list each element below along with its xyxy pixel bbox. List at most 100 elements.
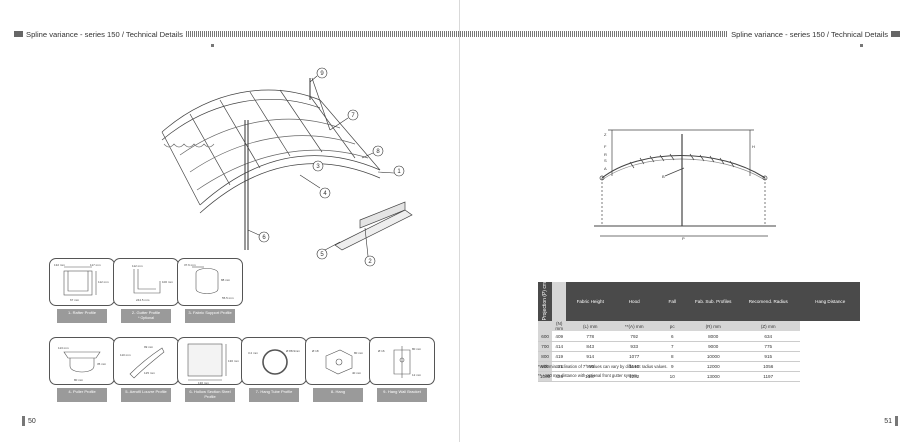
header-hatch	[185, 31, 460, 37]
table-note-1: *With min. Inclination of 7°. Values can…	[538, 364, 668, 369]
profile-drawing-box: 132 mm 117 mm 112 mm 67 mm	[49, 258, 115, 306]
svg-text:A: A	[604, 166, 607, 171]
col-header: Hang Distance	[800, 282, 861, 322]
hang-tube-profile-drawing: Ø 88.9mm 3.2 mm	[248, 349, 301, 375]
header-block	[891, 31, 900, 37]
svg-text:3.2 mm: 3.2 mm	[248, 351, 259, 355]
side-elevation-drawing: Z F R S A H B P	[594, 129, 776, 241]
svg-text:80 mm: 80 mm	[74, 378, 84, 382]
profile-label: 5- Aerofil Louvre Profile	[121, 388, 171, 402]
hollow-section-profile-drawing: 130 mm 130 mm	[187, 343, 239, 385]
profile-card-rafter: 132 mm 117 mm 112 mm 67 mm 1- Rafter Pro…	[49, 258, 115, 323]
profile-drawing-box: 37.6 mm 88 mm 55.5 mm	[177, 258, 243, 306]
right-page-number: 51	[884, 416, 898, 426]
svg-text:112 mm: 112 mm	[98, 280, 109, 284]
svg-text:Z: Z	[604, 132, 607, 137]
left-page-number: 50	[22, 416, 36, 426]
left-page: Spline variance - series 150 / Technical…	[14, 28, 460, 426]
profile-card-fabric-support: 37.6 mm 88 mm 55.5 mm 3- Fabric Support …	[177, 258, 243, 323]
page-number-text: 51	[884, 417, 892, 425]
header-dot	[860, 44, 863, 47]
table-row: 600 409 778 792 6 8000 634	[538, 331, 860, 342]
svg-text:67 mm: 67 mm	[70, 298, 80, 302]
profile-drawing-box: Ø 16 80 mm 12 mm	[369, 337, 435, 385]
svg-text:12 mm: 12 mm	[412, 373, 422, 377]
svg-text:6: 6	[262, 235, 266, 241]
col-header: Hood	[614, 282, 655, 322]
svg-text:Ø 18: Ø 18	[312, 349, 319, 353]
svg-text:4: 4	[323, 191, 327, 197]
svg-text:8: 8	[376, 149, 380, 155]
profile-label: 1- Rafter Profile	[57, 309, 107, 323]
profile-label: 9- Hang Wall Bracket	[377, 388, 427, 402]
svg-text:100 mm: 100 mm	[162, 280, 173, 284]
svg-text:130 mm: 130 mm	[198, 381, 209, 385]
table-row: 900 421 980 1140 9 12000 1056	[538, 361, 860, 372]
col-header: Fab. Sub. Profiles	[690, 282, 737, 322]
profile-card-hollow-section: 130 mm 130 mm 6- Hollow Section Steel Pr…	[177, 337, 243, 402]
svg-text:9: 9	[320, 71, 324, 77]
profile-card-gutter: 112 mm 100 mm 244.5 mm 2- Gutter Profile…	[113, 258, 179, 323]
technical-table: Projection (P) cm Fabric Height Hood Fal…	[538, 282, 861, 382]
right-header: Spline variance - series 150 / Technical…	[460, 28, 900, 40]
header-block	[14, 31, 23, 37]
svg-text:3: 3	[316, 164, 320, 170]
svg-text:112 mm: 112 mm	[132, 264, 143, 268]
col-header: Fabric Height	[566, 282, 615, 322]
table-row: 700 414 843 933 7 9000 775	[538, 341, 860, 352]
profile-label: 3- Fabric Support Profile	[185, 309, 235, 323]
svg-text:5: 5	[320, 252, 324, 258]
profile-card-hang-wall-bracket: Ø 16 80 mm 12 mm 9- Hang Wall Bracket	[369, 337, 435, 402]
left-header-title: Spline variance - series 150 / Technical…	[26, 29, 183, 39]
profile-card-puller: 113 mm 35 mm 80 mm 4- Puller Profile	[49, 337, 115, 402]
svg-text:125 mm: 125 mm	[144, 371, 155, 375]
page-number-text: 50	[28, 417, 36, 425]
svg-text:2: 2	[368, 259, 372, 265]
profile-label: 4- Puller Profile	[57, 388, 107, 402]
table-row: 800 419 914 1077 8 10000 915	[538, 351, 860, 362]
puller-profile-drawing: 113 mm 35 mm 80 mm	[58, 346, 107, 382]
profile-drawing-box: 130 mm 130 mm	[177, 337, 243, 385]
svg-text:P: P	[682, 236, 685, 241]
svg-text:37.6 mm: 37.6 mm	[184, 263, 196, 267]
svg-text:R: R	[604, 152, 607, 157]
svg-text:132 mm: 132 mm	[54, 263, 65, 267]
svg-text:35 mm: 35 mm	[97, 362, 107, 366]
page-number-bar	[22, 416, 25, 426]
pergola-isometric-drawing: 9 7 8 1 3 4 6 5 2	[161, 67, 413, 267]
svg-text:B: B	[662, 174, 665, 179]
svg-text:7: 7	[351, 113, 355, 119]
col-header: Fall	[654, 282, 691, 322]
header-hatch	[460, 31, 729, 37]
table-note-2: ** +160 mm distance with optional front …	[538, 373, 639, 378]
col-header: Recomend. Radius	[736, 282, 801, 322]
svg-text:F: F	[604, 144, 607, 149]
left-header: Spline variance - series 150 / Technical…	[14, 28, 460, 40]
header-dot	[211, 44, 214, 47]
gutter-profile-drawing: 112 mm 100 mm 244.5 mm	[132, 264, 173, 302]
svg-text:88 mm: 88 mm	[221, 278, 231, 282]
svg-text:99 mm: 99 mm	[144, 345, 154, 349]
svg-text:55.5 mm: 55.5 mm	[222, 296, 234, 300]
page-number-bar	[895, 416, 898, 426]
svg-text:H: H	[752, 144, 755, 149]
hang-profile-drawing: Ø 18 80 mm 40 mm	[312, 349, 364, 375]
profile-drawing-box: Ø 88.9mm 3.2 mm	[241, 337, 307, 385]
table-row: 1000 426 1047 1282 10 13000 1197	[538, 371, 860, 382]
svg-text:Ø 88.9mm: Ø 88.9mm	[286, 349, 301, 353]
profile-label: 6- Hollow Section Steel Profile	[185, 388, 235, 402]
svg-text:S: S	[604, 158, 607, 163]
svg-text:130 mm: 130 mm	[228, 359, 239, 363]
fabric-support-profile-drawing: 37.6 mm 88 mm 55.5 mm	[184, 263, 234, 300]
svg-text:80 mm: 80 mm	[354, 351, 364, 355]
rafter-profile-drawing: 132 mm 117 mm 112 mm 67 mm	[54, 263, 109, 302]
profile-drawing-box: 112 mm 100 mm 244.5 mm	[113, 258, 179, 306]
svg-text:1: 1	[397, 169, 401, 175]
profile-label: 8- Hang	[313, 388, 363, 402]
profile-drawing-box: Ø 18 80 mm 40 mm	[305, 337, 371, 385]
profile-label: 7- Hang Tube Profile	[249, 388, 299, 402]
profile-card-hang: Ø 18 80 mm 40 mm 8- Hang	[305, 337, 371, 402]
profile-card-aerofil-louvre: 99 mm 110 mm 125 mm 5- Aerofil Louvre Pr…	[113, 337, 179, 402]
svg-text:117 mm: 117 mm	[90, 263, 101, 267]
profile-drawing-box: 99 mm 110 mm 125 mm	[113, 337, 179, 385]
